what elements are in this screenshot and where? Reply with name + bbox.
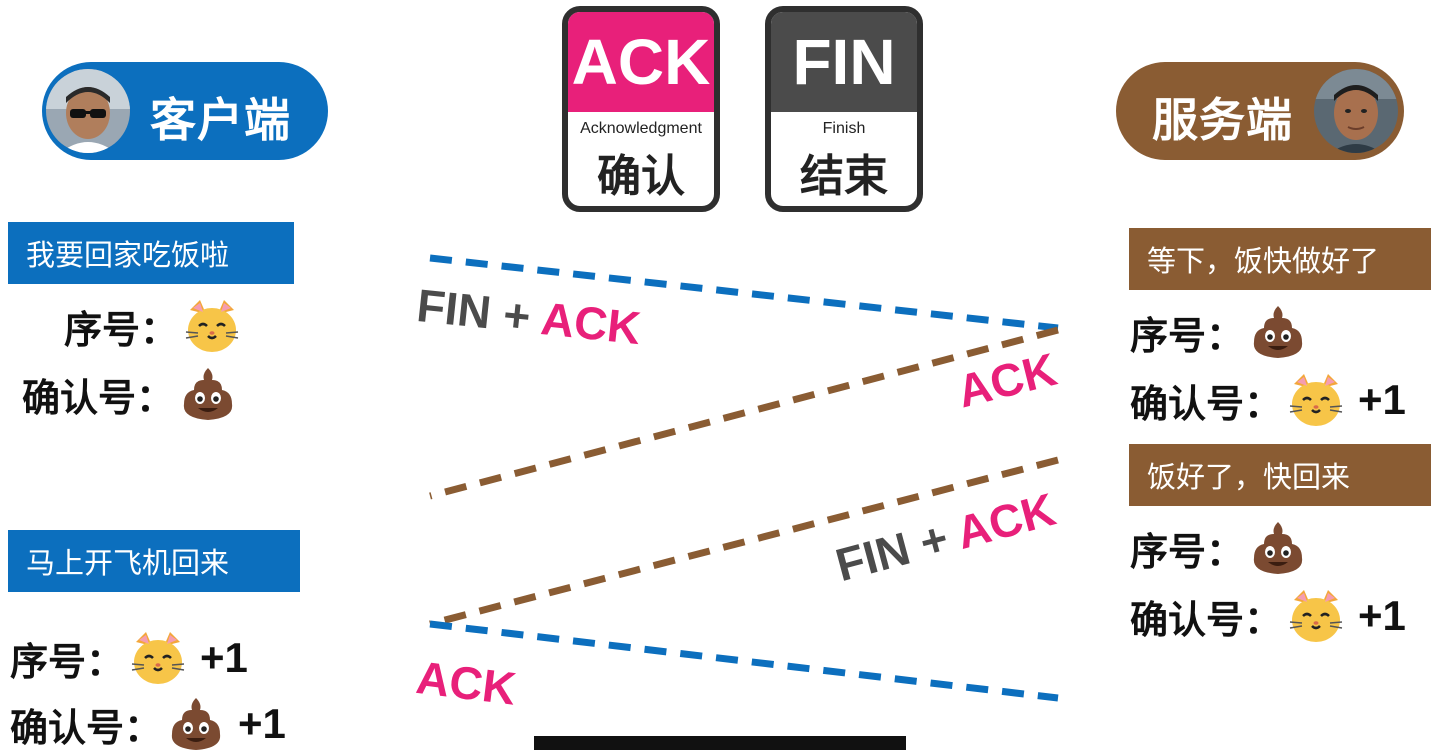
server-seq-2: 序号： — [1130, 518, 1308, 578]
ack-card-abbr: ACK — [568, 12, 714, 112]
pile-of-poo-icon — [1248, 302, 1308, 362]
ack-plus: +1 — [1358, 376, 1406, 423]
person-avatar-icon — [46, 69, 130, 153]
cat-face-icon — [182, 296, 242, 356]
person-avatar-icon — [1314, 69, 1398, 153]
seq-label: 序号： — [64, 307, 179, 352]
server-message-1: 等下，饭快做好了 — [1129, 228, 1431, 290]
ack-plus: +1 — [238, 700, 286, 747]
client-label: 客户端 — [150, 93, 291, 147]
line-server-ack — [429, 326, 1059, 500]
server-label: 服务端 — [1152, 93, 1293, 147]
server-ack-2: 确认号： +1 — [1130, 586, 1406, 646]
server-badge: 服务端 — [1116, 62, 1404, 160]
seq-label: 序号： — [1130, 529, 1245, 574]
ack-card: ACK Acknowledgment 确认 — [562, 6, 720, 212]
pile-of-poo-icon — [1248, 518, 1308, 578]
pile-of-poo-icon — [166, 694, 226, 754]
cat-face-icon — [1286, 370, 1346, 430]
client-ack-2: 确认号： +1 — [10, 694, 286, 754]
fin-card-full: Finish — [822, 120, 866, 137]
ack-label: 确认号： — [1130, 597, 1283, 642]
client-badge: 客户端 — [42, 62, 328, 160]
ack-label: 确认号： — [22, 375, 175, 420]
client-message-1: 我要回家吃饭啦 — [8, 222, 294, 284]
client-seq-1: 序号： — [64, 296, 242, 356]
server-ack-1: 确认号： +1 — [1130, 370, 1406, 430]
seq-plus: +1 — [200, 634, 248, 681]
server-avatar — [1314, 69, 1398, 153]
client-avatar — [46, 69, 130, 153]
pile-of-poo-icon — [178, 364, 238, 424]
fin-card: FIN Finish 结束 — [765, 6, 923, 212]
cat-face-icon — [128, 628, 188, 688]
server-message-2: 饭好了，快回来 — [1129, 444, 1431, 506]
client-message-2: 马上开飞机回来 — [8, 530, 300, 592]
ack-label: 确认号： — [1130, 381, 1283, 426]
client-seq-2: 序号： +1 — [10, 628, 248, 688]
fin-card-abbr: FIN — [771, 12, 917, 112]
fin-card-cn: 结束 — [800, 151, 888, 202]
server-seq-1: 序号： — [1130, 302, 1308, 362]
ack-plus: +1 — [1358, 592, 1406, 639]
seq-label: 序号： — [1130, 313, 1245, 358]
ack-label: 确认号： — [10, 705, 163, 750]
client-ack-1: 确认号： — [22, 364, 238, 424]
line-server-fin — [429, 456, 1059, 628]
caption-strip — [534, 736, 906, 750]
line-client-ack — [429, 620, 1059, 702]
ack-card-full: Acknowledgment — [580, 120, 702, 137]
seq-label: 序号： — [10, 639, 125, 684]
cat-face-icon — [1286, 586, 1346, 646]
ack-card-cn: 确认 — [597, 151, 685, 202]
